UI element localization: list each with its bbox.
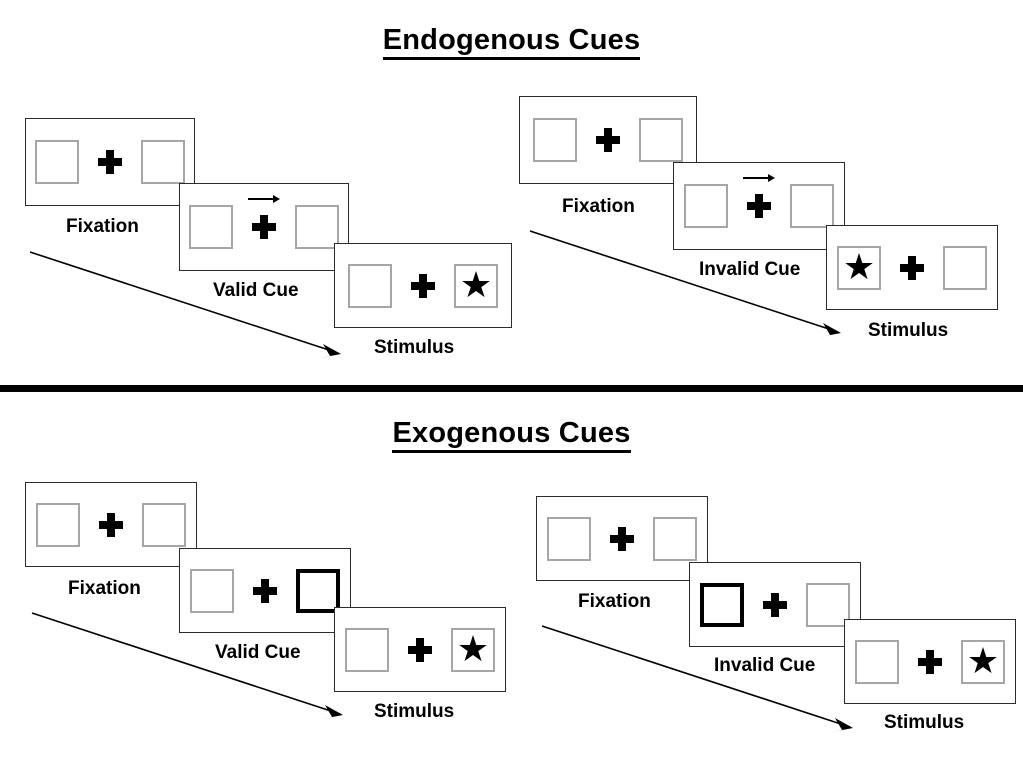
fixation-cross-icon [98, 150, 122, 174]
target-star-icon: ★ [842, 245, 876, 287]
section-divider [0, 385, 1023, 392]
panel-endogenous-valid-fixation [25, 118, 195, 206]
fixation-cross-icon [918, 649, 942, 674]
panel-exogenous-invalid-stimulus: ★ [844, 619, 1016, 704]
panel-endogenous-invalid-fixation [519, 96, 697, 184]
panel-endogenous-valid-cue [179, 183, 349, 271]
caption-exogenous-invalid-fixation: Fixation [578, 591, 651, 612]
fixation-cross-icon [252, 215, 276, 239]
caption-exogenous-valid-cue: Valid Cue [215, 642, 301, 663]
placeholder-box-right [790, 184, 834, 228]
panel-endogenous-invalid-cue [673, 162, 845, 250]
caption-endogenous-invalid-stimulus: Stimulus [868, 320, 949, 341]
placeholder-box-left [684, 184, 728, 228]
placeholder-box-left [190, 568, 234, 613]
caption-exogenous-invalid-stimulus: Stimulus [884, 712, 965, 733]
placeholder-box-right [639, 118, 683, 162]
fixation-cross-icon [411, 273, 435, 298]
placeholder-box-right [295, 205, 339, 249]
cue-arrow-right-icon [248, 195, 280, 203]
section-title-endogenous: Endogenous Cues [0, 24, 1023, 60]
panel-exogenous-invalid-cue [689, 562, 861, 647]
placeholder-box-left [855, 639, 899, 684]
caption-endogenous-invalid-fixation: Fixation [562, 196, 635, 217]
caption-endogenous-invalid-cue: Invalid Cue [699, 259, 801, 280]
fixation-cross-icon [610, 526, 634, 551]
placeholder-box-left [189, 205, 233, 249]
peripheral-cue-box-left [700, 582, 744, 627]
section-title-exogenous: Exogenous Cues [0, 417, 1023, 453]
fixation-cross-icon [408, 637, 432, 662]
section-title-exogenous-text: Exogenous Cues [392, 417, 631, 453]
placeholder-box-left [35, 140, 79, 184]
placeholder-box-left [348, 263, 392, 308]
section-title-endogenous-text: Endogenous Cues [382, 24, 641, 60]
panel-exogenous-invalid-fixation [536, 496, 708, 581]
caption-endogenous-valid-cue: Valid Cue [213, 280, 299, 301]
placeholder-box-right [653, 516, 697, 561]
fixation-cross-icon [747, 194, 771, 218]
placeholder-box-left [547, 516, 591, 561]
panel-exogenous-valid-stimulus: ★ [334, 607, 506, 692]
panel-exogenous-valid-fixation [25, 482, 197, 567]
target-star-icon: ★ [966, 639, 1000, 681]
placeholder-box-right-with-target: ★ [451, 627, 495, 672]
caption-endogenous-valid-stimulus: Stimulus [374, 337, 455, 358]
placeholder-box-left [533, 118, 577, 162]
placeholder-box-left [345, 627, 389, 672]
peripheral-cue-box-right [296, 568, 340, 613]
panel-endogenous-invalid-stimulus: ★ [826, 225, 998, 310]
fixation-cross-icon [763, 592, 787, 617]
fixation-cross-icon [253, 578, 277, 603]
placeholder-box-left [36, 502, 80, 547]
placeholder-box-right-with-target: ★ [454, 263, 498, 308]
placeholder-box-left-with-target: ★ [837, 245, 881, 290]
placeholder-box-right [943, 245, 987, 290]
cue-arrow-right-icon [743, 174, 775, 182]
target-star-icon: ★ [459, 263, 493, 305]
placeholder-box-right-with-target: ★ [961, 639, 1005, 684]
caption-endogenous-valid-fixation: Fixation [66, 216, 139, 237]
caption-exogenous-valid-fixation: Fixation [68, 578, 141, 599]
target-star-icon: ★ [456, 627, 490, 669]
placeholder-box-right [142, 502, 186, 547]
caption-exogenous-invalid-cue: Invalid Cue [714, 655, 816, 676]
caption-exogenous-valid-stimulus: Stimulus [374, 701, 455, 722]
panel-endogenous-valid-stimulus: ★ [334, 243, 512, 328]
placeholder-box-right [141, 140, 185, 184]
panel-exogenous-valid-cue [179, 548, 351, 633]
fixation-cross-icon [900, 255, 924, 280]
fixation-cross-icon [596, 128, 620, 152]
fixation-cross-icon [99, 512, 123, 537]
